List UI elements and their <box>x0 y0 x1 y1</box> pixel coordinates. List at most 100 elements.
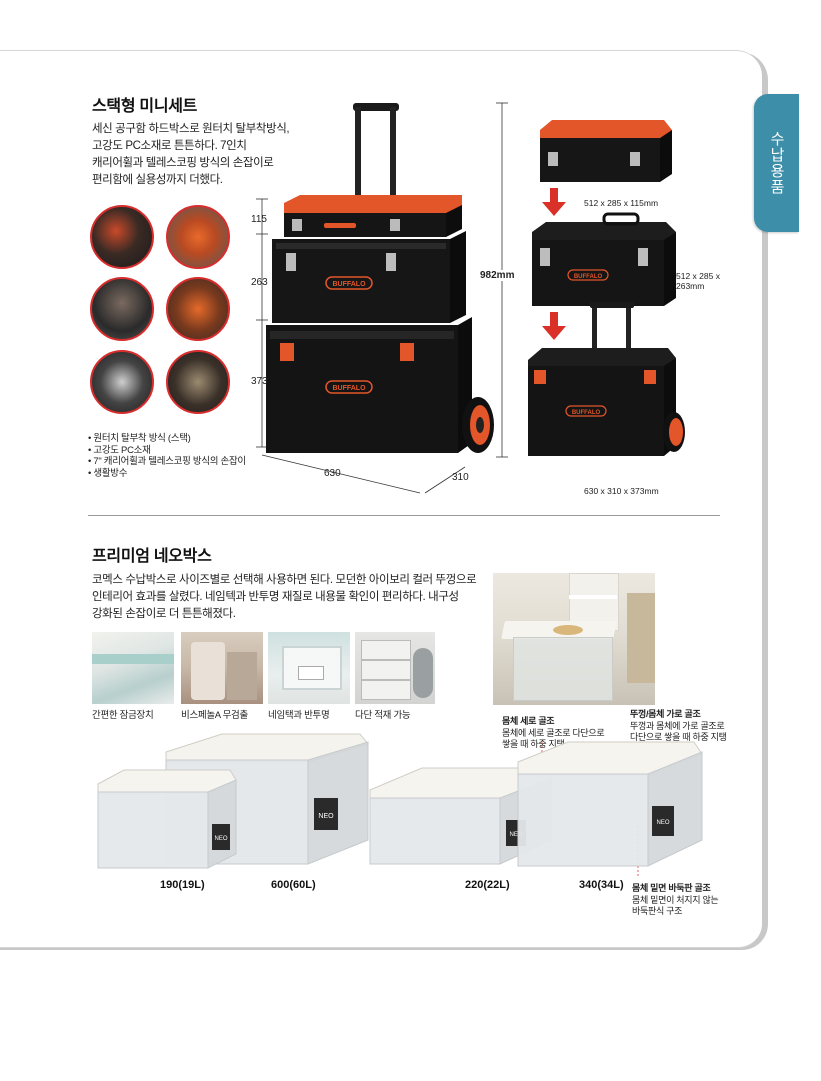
lifestyle-photo <box>493 573 655 705</box>
box340-label <box>652 806 674 836</box>
organizer-lid <box>284 195 462 217</box>
size-label-190: 190(19L) <box>160 879 205 891</box>
note-vertical-frame: 몸체 세로 골조 몸체에 세로 골조로 다단으로 쌓을 때 하중 지탱 <box>502 716 605 751</box>
detail-photo-latch <box>90 205 154 269</box>
box220-brand: NEO <box>509 832 522 838</box>
organizer-handle <box>324 223 356 228</box>
feature-item: 7" 캐리어휠과 텔레스코핑 방식의 손잡이 <box>88 456 246 468</box>
category-tab-label: 수납용품 <box>768 131 785 195</box>
arrow-down-2 <box>550 312 558 328</box>
box220-body <box>369 797 501 865</box>
size-label-600: 600(60L) <box>271 879 316 891</box>
feature-caption-lock: 간편한 잠금장치 <box>92 710 154 721</box>
middle-box-latch-right <box>386 253 396 271</box>
dim-width: 630 <box>324 468 341 479</box>
note-line: 바둑판식 구조 <box>632 906 683 916</box>
note-horizontal-frame: 뚜껑/몸체 가로 골조 뚜껑과 몸체에 가로 골조로 다단으로 쌓을 때 하중 … <box>630 709 727 744</box>
neo-boxes-illustration: NEO NEO NEO NEO <box>97 733 703 878</box>
feature-item: 고강도 PC소재 <box>88 445 246 457</box>
size-label-220: 220(22L) <box>465 879 510 891</box>
dim-organizer-size: 512 x 285 x 115mm <box>584 198 659 208</box>
exploded-middle-logo-text: BUFFALO <box>574 274 603 280</box>
arrow-down-1 <box>550 188 558 204</box>
detail-photo-wheel <box>90 277 154 341</box>
detail-photo-compartments <box>166 277 230 341</box>
note-line: 뚜껑과 몸체에 가로 골조로 <box>630 720 725 731</box>
exploded-bottom-logo-text: BUFFALO <box>572 410 601 416</box>
feature-photo-nametag <box>268 632 350 704</box>
section1-description: 세신 공구함 하드박스로 원터치 탈부착방식, 고강도 PC소재로 튼튼하다. … <box>92 121 290 189</box>
dim-height-organizer: 115 <box>251 214 267 225</box>
note-line: 쌓을 때 하중 지탱 <box>502 739 565 749</box>
bottom-box-latch-left <box>280 343 294 361</box>
feature-list: 원터치 탈부착 방식 (스택) 고강도 PC소재 7" 캐리어휠과 텔레스코핑 … <box>88 433 246 479</box>
feature-photo-bpa-free <box>181 632 263 704</box>
box190-label <box>212 824 230 850</box>
category-tab[interactable]: 수납용품 <box>754 94 799 232</box>
feature-caption-nametag: 네임택과 반투명 <box>268 710 330 721</box>
feature-photo-stackable <box>355 632 435 704</box>
section1-desc-line: 세신 공구함 하드박스로 원터치 탈부착방식, <box>92 123 290 135</box>
feature-item: 원터치 탈부착 방식 (스택) <box>88 433 246 445</box>
box600-brand: NEO <box>318 813 334 820</box>
dim-height-bottom: 373 <box>251 376 268 387</box>
dim-middle-size-line1: 512 x 285 x <box>676 271 720 281</box>
feature-item: 생활방수 <box>88 468 246 480</box>
section-divider <box>88 515 720 516</box>
section2-desc-line: 인테리어 효과를 살렸다. 네임텍과 반투명 재질로 내용물 확인이 편리하다.… <box>92 591 459 603</box>
handle-grip <box>353 103 399 111</box>
box190-body <box>97 791 209 869</box>
section1-desc-line: 편리함에 실용성까지 더했다. <box>92 174 223 186</box>
box340-body <box>517 773 649 867</box>
detail-photo-tools <box>166 350 230 414</box>
note-horizontal-frame-title: 뚜껑/몸체 가로 골조 <box>630 709 701 719</box>
section1-desc-line: 캐리어휠과 텔레스코핑 방식의 손잡이로 <box>92 157 274 169</box>
box190-brand: NEO <box>214 836 227 842</box>
dim-bottom-size: 630 x 310 x 373mm <box>584 486 659 496</box>
exploded-bottom-box-body <box>528 366 664 456</box>
size-label-340: 340(34L) <box>579 879 624 891</box>
section2-title: 프리미엄 네오박스 <box>92 548 212 565</box>
exploded-middle-box-lid <box>532 222 676 242</box>
section2-description: 코멕스 수납박스로 사이즈별로 선택해 사용하면 된다. 모던한 아이보리 컬러… <box>92 572 477 623</box>
bottom-box-logo-badge <box>325 380 373 394</box>
note-line: 몸체에 세로 골조로 다단으로 <box>502 727 605 738</box>
organizer-latch-right <box>390 219 400 231</box>
chair <box>627 593 655 683</box>
section1-desc-line: 고강도 PC소재로 튼튼하다. 7인치 <box>92 140 247 152</box>
stacked-toolbox-illustration: BUFFALO BUFFALO <box>256 102 508 494</box>
middle-box-body <box>272 239 450 323</box>
dim-total-height: 982mm <box>478 270 517 281</box>
dim-middle-size-line2: 263mm <box>676 281 705 291</box>
handle-rod-left <box>355 107 361 199</box>
detail-photo-organizer <box>166 205 230 269</box>
note-grid-bottom: 몸체 밑면 바둑판 골조 몸체 밑면이 처지지 않는 바둑판식 구조 <box>632 883 719 918</box>
box340-brand: NEO <box>656 820 669 826</box>
feature-caption-bpa-free: 비스페놀A 무검출 <box>181 710 248 721</box>
middle-box-logo-text: BUFFALO <box>332 281 366 288</box>
section1-title: 스택형 미니세트 <box>92 98 198 115</box>
bottom-box-latch-right <box>400 343 414 361</box>
bottom-box-body <box>266 325 458 453</box>
clear-box <box>513 637 613 701</box>
note-line: 다단으로 쌓을 때 하중 지탱 <box>630 732 727 742</box>
handle-rod-right <box>390 107 396 199</box>
box600-label <box>314 798 338 830</box>
note-line: 몸체 밑면이 처지지 않는 <box>632 894 719 905</box>
section2-desc-line: 강화된 손잡이로 더 튼튼해졌다. <box>92 608 236 620</box>
bottom-box-logo-text: BUFFALO <box>332 385 366 392</box>
middle-box-logo-badge <box>325 276 373 290</box>
dim-height-middle: 263 <box>251 277 268 288</box>
note-vertical-frame-title: 몸체 세로 골조 <box>502 716 555 726</box>
middle-box-latch-left <box>286 253 296 271</box>
organizer-body <box>284 213 446 237</box>
food-plate <box>553 625 583 635</box>
section2-desc-line: 코멕스 수납박스로 사이즈별로 선택해 사용하면 된다. 모던한 아이보리 컬러… <box>92 574 477 586</box>
exploded-toolbox-illustration: BUFFALO BUFFALO <box>528 120 685 456</box>
feature-photo-lock <box>92 632 174 704</box>
note-grid-bottom-title: 몸체 밑면 바둑판 골조 <box>632 883 711 893</box>
dim-depth: 310 <box>452 472 469 483</box>
detail-photo-handle <box>90 350 154 414</box>
exploded-bottom-box-lid <box>528 348 676 368</box>
feature-caption-stackable: 다단 적재 가능 <box>355 710 411 721</box>
